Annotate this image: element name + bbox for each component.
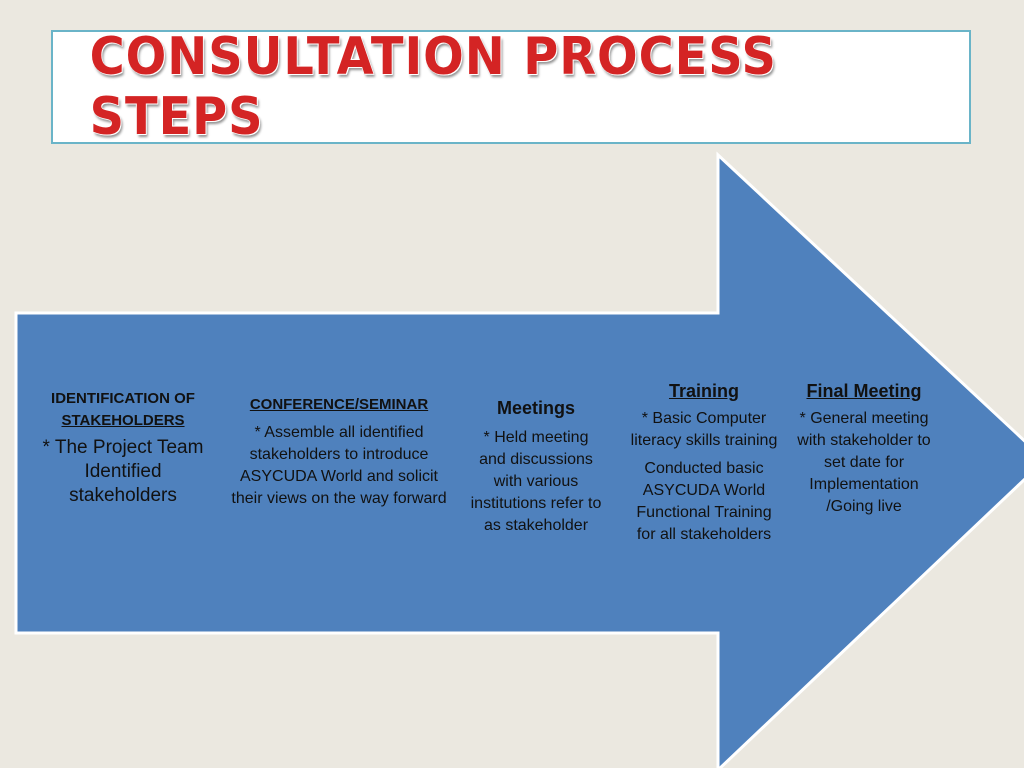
step-heading: Meetings: [496, 398, 575, 418]
step-body-2: Conducted basic ASYCUDA World Functional…: [636, 460, 772, 543]
step-conference: CONFERENCE/SEMINAR * Assemble all identi…: [228, 394, 450, 510]
step-heading: Final Meeting: [806, 381, 922, 401]
title-box: CONSULTATION PROCESS STEPS: [51, 27, 971, 147]
step-heading: STAKEHOLDERS: [61, 412, 185, 429]
step-heading: CONFERENCE/SEMINAR: [249, 396, 429, 413]
step-final-meeting: Final Meeting * General meeting with sta…: [794, 380, 934, 518]
step-body: * Assemble all identified stakeholders t…: [231, 424, 447, 507]
step-training: Training * Basic Computer literacy skill…: [628, 380, 780, 546]
step-meetings: Meetings * Held meeting and discussions …: [468, 397, 604, 537]
arrow-shape: [14, 151, 1024, 768]
slide-title: CONSULTATION PROCESS STEPS: [89, 27, 777, 147]
step-body: * General meeting with stakeholder to se…: [797, 410, 931, 515]
step-heading: Training: [668, 381, 739, 401]
step-body: * Basic Computer literacy skills trainin…: [630, 410, 778, 449]
step-identification: IDENTIFICATION OF STAKEHOLDERS * The Pro…: [28, 388, 218, 508]
step-body: * Held meeting and discussions with vari…: [470, 429, 602, 534]
step-heading: IDENTIFICATION OF: [51, 390, 195, 407]
step-body: * The Project Team Identified stakeholde…: [42, 437, 204, 506]
